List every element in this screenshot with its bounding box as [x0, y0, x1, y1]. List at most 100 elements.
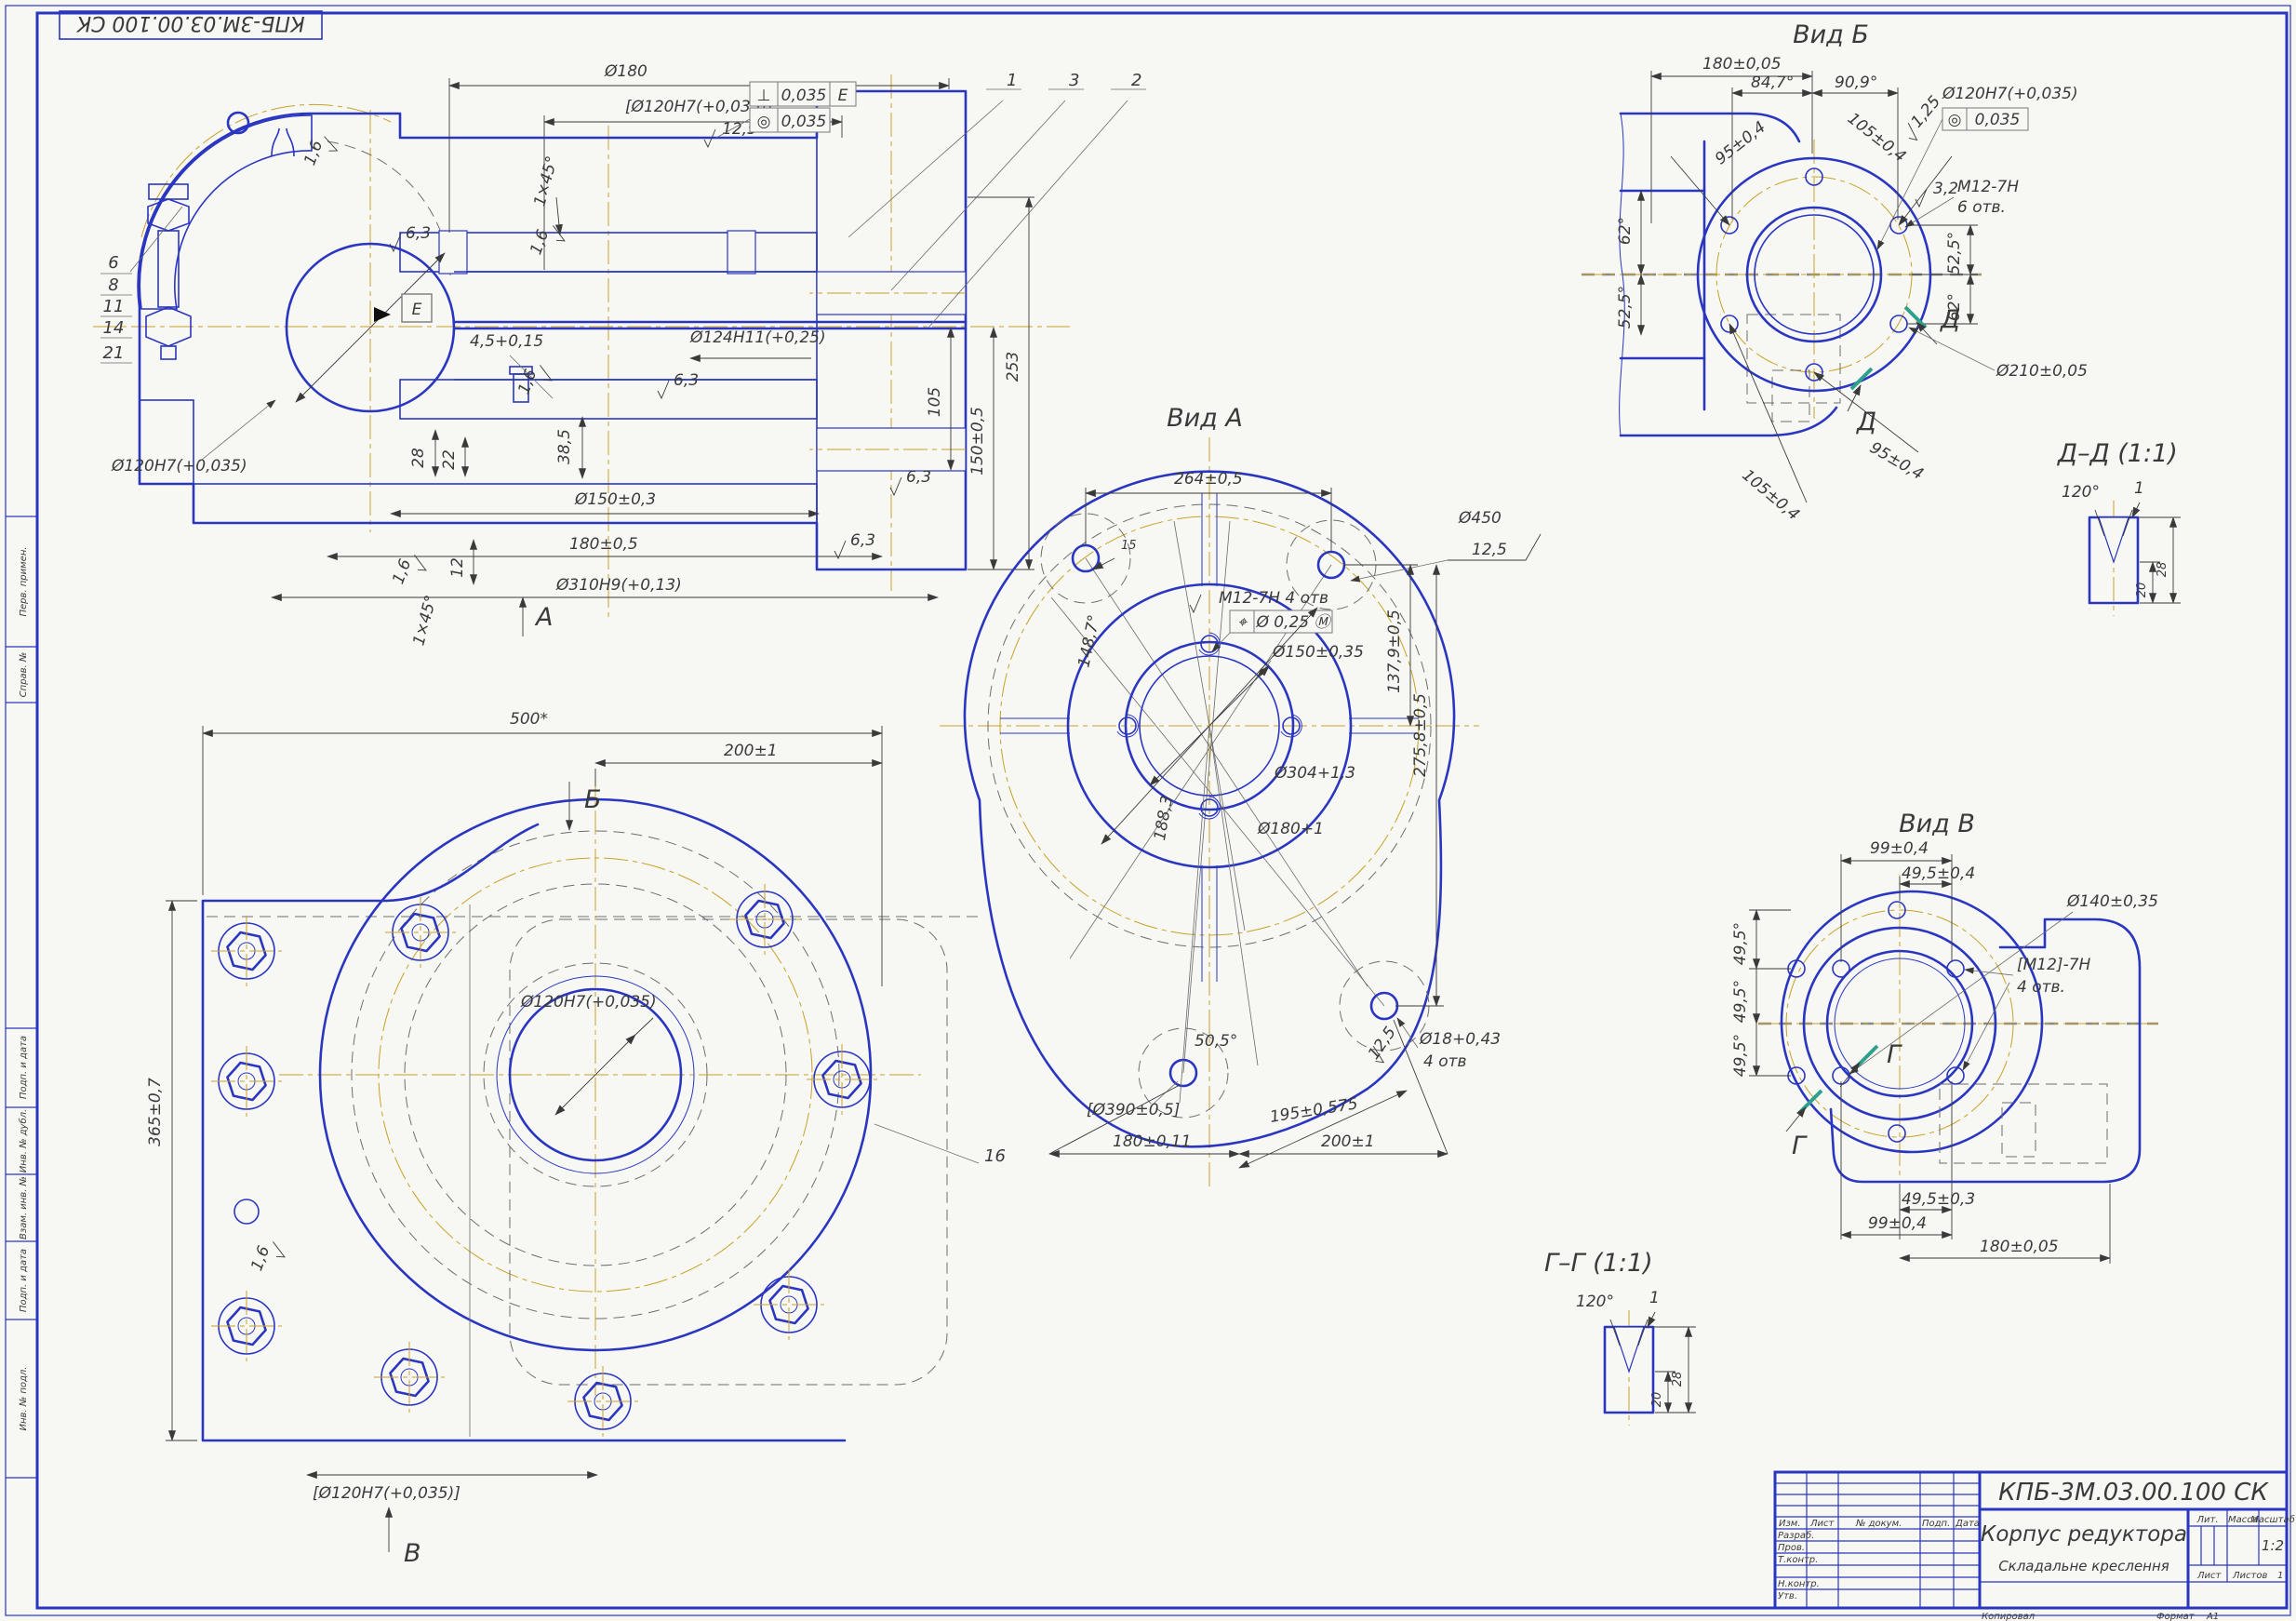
- title-row: Т.контр.: [1778, 1555, 1818, 1565]
- dd-dimensions: 120° 1 20 28: [2062, 479, 2181, 604]
- frame-margin-boxes: Перв. примен. Справ. № Подп. и дата Инв.…: [6, 516, 37, 1479]
- dim-label: M12-7H: [1957, 178, 2019, 196]
- dim-label: 105±0,4: [1739, 466, 1803, 525]
- dim-label: [Ø390±0,5]: [1087, 1101, 1180, 1119]
- dim-label: Ø304+1,3: [1274, 764, 1355, 783]
- tolerance-value: 0,035: [781, 87, 827, 105]
- tolerance-frame-perpendicularity: ⊥ 0,035 E: [749, 81, 857, 107]
- dim-label: Ø140±0,35: [2066, 892, 2158, 911]
- dim-label: 4 отв: [1423, 1052, 1467, 1071]
- dim-label: Ø18+0,43: [1419, 1030, 1501, 1049]
- view-side: 500* 200±1 Б 365±0,7 Ø120H7(+0,035) [Ø12…: [146, 710, 1006, 1568]
- dim-label: 1,6: [247, 1243, 274, 1273]
- item-number: 8: [108, 275, 118, 295]
- dim-label: 1×45°: [409, 593, 441, 647]
- dim-label: 52,5°: [1945, 232, 1964, 275]
- view-label: Вид Б: [1793, 20, 1869, 49]
- dim-label: 365±0,7: [146, 1078, 165, 1146]
- dim-label: 52,5°: [1616, 286, 1635, 328]
- dim-label: Ø150±0,35: [1272, 643, 1364, 662]
- dim-label: 22: [440, 449, 459, 470]
- tolerance-value: 0,035: [781, 113, 827, 131]
- dim-label: 49,5°: [1731, 980, 1750, 1023]
- footer-format: Формат: [2156, 1612, 2196, 1621]
- dim-label: 1×45°: [530, 154, 562, 208]
- title-col: Лист: [1809, 1519, 1835, 1529]
- title-scale: Масштаб: [2250, 1514, 2295, 1525]
- datum-label: E: [412, 301, 422, 319]
- dim-label: Ø180+1: [1257, 820, 1324, 838]
- gg-dimensions: 120° 1 20 28: [1576, 1289, 1696, 1413]
- sheets-value: 1: [2277, 1571, 2283, 1581]
- title-row: Пров.: [1778, 1543, 1805, 1553]
- dim-label: 6 отв.: [1957, 198, 2006, 217]
- dim-label: 120°: [1576, 1293, 1614, 1311]
- tolerance-symbol: ⌖: [1237, 613, 1248, 632]
- dim-label: 195±0,575: [1269, 1094, 1359, 1127]
- dim-label: 28: [409, 448, 428, 468]
- dim-label: 28: [2156, 562, 2169, 578]
- view-arrow-label: Б: [584, 785, 602, 814]
- dim-label: 49,5°: [1731, 922, 1750, 965]
- scale-value: 1:2: [2262, 1537, 2284, 1554]
- view-b: Вид Б 180±0,05 84,7° 90,9° 95±0,4 105±0,…: [1582, 20, 2088, 525]
- tolerance-datum: E: [838, 87, 848, 105]
- dim-label: [M12]-7H: [2017, 956, 2091, 974]
- dim-label: 1,6: [300, 138, 327, 167]
- dim-label: Ø310H9(+0,13): [555, 576, 682, 595]
- item-number: 2: [1131, 71, 1141, 90]
- title-doc-number: КПБ-3М.03.00.100 СК: [1998, 1479, 2269, 1507]
- detail-label: Г–Г (1:1): [1544, 1249, 1653, 1278]
- dim-label: 6,3: [406, 224, 431, 243]
- dim-label: 99±0,4: [1868, 1214, 1927, 1233]
- dim-label: 12: [448, 557, 467, 578]
- dim-label: 6,3: [850, 531, 875, 550]
- dim-label: 1,6: [514, 367, 541, 396]
- dim-label: 38,5: [555, 429, 574, 464]
- dim-label: 49,5°: [1731, 1034, 1750, 1077]
- tolerance-frame-concentricity: ◎ 0,035: [749, 107, 831, 133]
- view-v: Вид В 99±0,4 49,5±0,4 Ø140±0,35 [M12]-7H…: [1731, 810, 2158, 1264]
- flange-holes-v: [1787, 901, 1965, 1143]
- footer-copy: Копировал: [1982, 1612, 2036, 1621]
- dim-label: 120°: [2062, 483, 2100, 502]
- dim-label: 15: [1121, 539, 1137, 553]
- dim-label: 105±0,4: [1844, 109, 1909, 166]
- section-label: Г: [1792, 1132, 1808, 1160]
- dim-label: 1: [2134, 479, 2144, 498]
- dim-label: 150±0,5: [968, 407, 987, 476]
- frame-label: Перв. примен.: [19, 546, 29, 616]
- dim-label: 148,7°: [1075, 613, 1103, 669]
- dim-label: Ø450: [1458, 509, 1502, 528]
- tolerance-symbol: ◎: [1948, 111, 1962, 129]
- item-leaders: 6 8 11 14 21: [100, 206, 183, 364]
- dim-label: 6,3: [906, 468, 931, 487]
- tolerance-symbol: ⊥: [757, 87, 771, 105]
- title-row: Н.контр.: [1778, 1579, 1820, 1589]
- item-number: 14: [103, 318, 125, 338]
- dim-label: 49,5±0,4: [1902, 864, 1975, 883]
- sheet-frame: Перв. примен. Справ. № Подп. и дата Инв.…: [5, 5, 2291, 1616]
- title-row: Разраб.: [1778, 1530, 1814, 1541]
- dim-label: Ø180: [604, 62, 647, 81]
- item-number: 3: [1069, 71, 1079, 90]
- item-number: 6: [108, 253, 118, 273]
- dim-label: 200±1: [1321, 1132, 1375, 1151]
- tolerance-value: Ø 0,25 Ⓜ: [1255, 613, 1332, 632]
- part-name: Корпус редуктора: [1981, 1522, 2187, 1547]
- dim-label: 99±0,4: [1870, 839, 1929, 858]
- section-label: Г: [1887, 1040, 1902, 1069]
- item-number: 16: [984, 1146, 1006, 1166]
- dim-label: 62°: [1616, 217, 1635, 245]
- title-col: Подп.: [1922, 1519, 1950, 1529]
- tolerance-frame-concentricity-b: ◎ 0,035: [1942, 107, 2029, 131]
- frame-label: Подп. и дата: [19, 1249, 29, 1312]
- tolerance-symbol: ◎: [757, 113, 771, 131]
- title-lit: Лит.: [2196, 1515, 2218, 1525]
- tolerance-value: 0,035: [1975, 111, 2021, 129]
- dim-label: 253: [1004, 352, 1022, 382]
- frame-label: Подп. и дата: [19, 1036, 29, 1099]
- dim-label: 188,3: [1151, 794, 1177, 841]
- dim-label: Ø120H7(+0,035): [1942, 85, 2078, 103]
